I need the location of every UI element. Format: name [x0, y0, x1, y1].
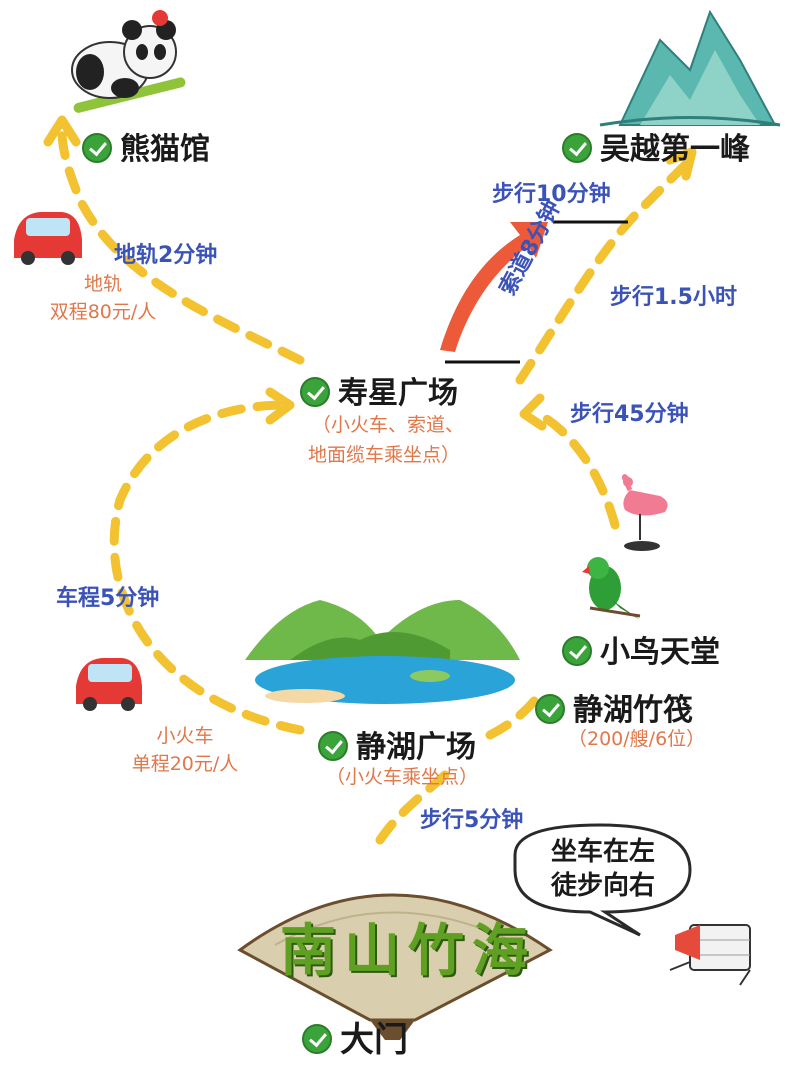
- bubble-line2: 徒步向右: [550, 871, 655, 901]
- route-walk-10: 步行10分钟: [492, 182, 611, 207]
- mountain-icon: [599, 9, 781, 127]
- fare-train: 小火车 单程20元/人: [100, 722, 270, 778]
- check-icon: [82, 132, 112, 163]
- check-icon: [562, 635, 592, 666]
- place-peak: 吴越第一峰: [562, 124, 750, 168]
- megaphone-icon: [669, 924, 751, 986]
- arrowhead-shouxing-left: [265, 387, 295, 425]
- fan-icon: [237, 893, 553, 1040]
- jinghu-subtitle: （小火车乘坐点）: [326, 766, 479, 788]
- place-raft: 静湖竹筏: [535, 685, 693, 729]
- fan-title: 南山竹海: [280, 918, 536, 984]
- check-icon: [300, 376, 330, 407]
- flamingo-icon: [622, 474, 668, 551]
- route-walk-45: 步行45分钟: [570, 402, 689, 427]
- path-gate-jinghu: [375, 765, 455, 845]
- shouxing-subtitle-2: 地面缆车乘坐点）: [308, 444, 461, 466]
- arrowhead-shouxing-right: [519, 393, 547, 431]
- check-icon: [318, 730, 348, 761]
- arrowhead-peak: [665, 147, 697, 181]
- cable-arrow: [440, 222, 548, 352]
- route-drive-5: 车程5分钟: [56, 586, 160, 611]
- speech-bubble: [513, 823, 692, 937]
- parrot-icon: [582, 557, 641, 620]
- shouxing-subtitle-1: （小火车、索道、: [312, 414, 465, 436]
- car-icon: [76, 658, 142, 711]
- path-shouxing-peak: [515, 155, 695, 385]
- fare-train-line2: 单程20元/人: [131, 753, 239, 775]
- path-bird-shouxing: [530, 407, 620, 530]
- check-icon: [562, 132, 592, 163]
- place-panda-hall: 熊猫馆: [82, 124, 210, 168]
- fare-metro: 地轨 双程80元/人: [28, 270, 178, 326]
- place-gate: 大门: [302, 1012, 408, 1061]
- place-jinghu-square: 静湖广场: [318, 722, 476, 766]
- check-icon: [302, 1023, 332, 1054]
- check-icon: [535, 693, 565, 724]
- arrowhead-panda: [43, 115, 81, 147]
- fare-metro-line1: 地轨: [83, 273, 122, 295]
- lake-icon: [245, 600, 520, 704]
- route-walk-5: 步行5分钟: [420, 808, 524, 833]
- panda-icon: [71, 10, 186, 113]
- place-shouxing-square: 寿星广场: [300, 368, 458, 412]
- bubble-text: 坐车在左 徒步向右: [528, 835, 678, 903]
- place-bird-paradise: 小鸟天堂: [562, 627, 720, 671]
- fare-metro-line2: 双程80元/人: [49, 301, 157, 323]
- route-walk-1-5h: 步行1.5小时: [610, 285, 737, 310]
- path-jinghu-raft: [485, 695, 540, 740]
- path-left-loop: [109, 400, 305, 735]
- raft-subtitle: （200/艘/6位）: [568, 728, 706, 750]
- fare-train-line1: 小火车: [156, 725, 214, 747]
- bubble-line1: 坐车在左: [550, 837, 655, 867]
- path-panda-shouxing: [57, 125, 305, 365]
- car-icon: [14, 212, 82, 265]
- route-metro: 地轨2分钟: [114, 243, 218, 268]
